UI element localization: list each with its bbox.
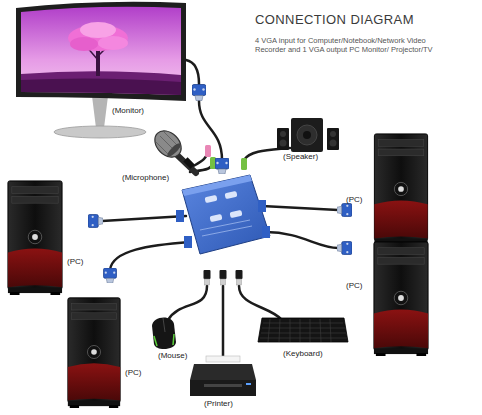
- diagram-title: CONNECTION DIAGRAM: [255, 12, 414, 27]
- device-label: (PC): [346, 282, 362, 291]
- monitor-illustration-part: [21, 71, 181, 95]
- microphone-illustration-part: [183, 157, 194, 168]
- vga-connector-part: [337, 241, 352, 254]
- printer-illustration-part: [190, 380, 256, 396]
- kvm-switch-illustration: [182, 175, 270, 254]
- mouse-illustration: [152, 317, 176, 349]
- audio-plug-part: [241, 158, 247, 170]
- speaker-illustration-part: [291, 118, 323, 152]
- monitor-illustration-part: [16, 2, 186, 101]
- kvm-switch-illustration-part: [182, 175, 252, 196]
- device-label: (PC): [346, 196, 362, 205]
- speaker-illustration-part: [327, 128, 339, 150]
- device-label: (Monitor): [112, 107, 144, 116]
- monitor-illustration-part: [92, 96, 108, 128]
- vga-connector: [88, 85, 352, 284]
- mouse-illustration-part: [154, 336, 157, 346]
- monitor-illustration-part: [54, 126, 146, 138]
- cable-part: [110, 242, 190, 270]
- kvm-switch-illustration-part: [205, 195, 218, 203]
- monitor-illustration-part: [70, 37, 98, 51]
- cable-part: [168, 286, 207, 320]
- monitor-illustration-part: [80, 22, 116, 38]
- speaker-illustration-part: [280, 140, 287, 147]
- usb-plug-part: [204, 270, 211, 285]
- cable-part: [266, 232, 338, 248]
- mouse-illustration-part: [173, 334, 174, 345]
- device-label: (Mouse): [158, 352, 187, 361]
- kvm-switch-illustration-part: [225, 191, 238, 199]
- monitor-illustration-part: [21, 78, 181, 95]
- speaker-illustration-part: [277, 128, 289, 150]
- keyboard-illustration-part: [268, 319, 331, 342]
- speaker-illustration: [277, 118, 339, 152]
- keyboard-illustration-part: [258, 318, 348, 342]
- device-label: (PC): [125, 369, 141, 378]
- subtitle-note: 4 VGA input for Computer/Notebook/Networ…: [255, 36, 435, 55]
- monitor-illustration: [16, 2, 186, 138]
- keyboard-illustration-part: [260, 323, 347, 338]
- cable-part: [262, 206, 338, 210]
- audio-plug-part: [205, 145, 211, 157]
- speaker-illustration-part: [330, 140, 337, 147]
- speaker-illustration-part: [303, 131, 311, 139]
- device-label: (Speaker): [283, 153, 318, 162]
- cable-part: [199, 101, 222, 160]
- vga-connector-part: [103, 268, 116, 283]
- pc-tower-illustration-part: [374, 242, 428, 356]
- mouse-illustration-part: [163, 318, 165, 332]
- vga-connector-part: [176, 210, 184, 222]
- mouse-illustration-part: [152, 317, 176, 349]
- cable-part: [186, 60, 199, 84]
- printer-illustration-part: [246, 383, 251, 385]
- vga-connector-part: [184, 236, 192, 248]
- device-label: (PC): [67, 258, 83, 267]
- device-label: (Keyboard): [283, 350, 323, 359]
- usb-plug-part: [236, 270, 243, 285]
- microphone-illustration-part: [156, 132, 180, 156]
- usb-plug-part: [220, 270, 227, 285]
- vga-connector-part: [337, 203, 352, 216]
- kvm-switch-illustration-part: [210, 214, 223, 222]
- cable-part: [222, 286, 225, 360]
- cable: [102, 60, 338, 360]
- printer-illustration-part: [204, 384, 242, 387]
- pc-tower-illustration-part: [68, 298, 120, 408]
- cable-part: [102, 216, 186, 221]
- pc-tower-illustration: [8, 134, 428, 408]
- speaker-illustration-part: [280, 131, 286, 137]
- device-label: (Printer): [204, 400, 233, 409]
- kvm-switch-illustration-part: [182, 175, 270, 254]
- microphone-illustration-part: [175, 153, 196, 173]
- printer-illustration-part: [190, 364, 256, 380]
- printer-illustration-part: [206, 356, 240, 362]
- monitor-illustration-part: [21, 7, 181, 95]
- vga-connector-part: [215, 158, 229, 174]
- vga-connector-part: [88, 214, 103, 227]
- device-label: (Microphone): [122, 174, 169, 183]
- kvm-switch-illustration-part: [230, 210, 243, 218]
- cable-part: [239, 286, 282, 320]
- microphone-illustration-part: [166, 142, 183, 159]
- vga-connector-part: [258, 200, 266, 212]
- monitor-illustration-part: [98, 36, 128, 50]
- usb-plug: [204, 270, 243, 285]
- pc-tower-illustration-part: [374, 134, 427, 246]
- vga-connector-part: [192, 85, 206, 101]
- speaker-illustration-part: [297, 125, 317, 145]
- microphone-illustration: [150, 126, 196, 173]
- speaker-illustration-part: [330, 131, 336, 137]
- microphone-illustration-part: [150, 126, 187, 163]
- pc-tower-illustration-part: [8, 181, 62, 295]
- printer-illustration: [190, 356, 256, 396]
- vga-connector-part: [262, 226, 270, 238]
- keyboard-illustration: [258, 318, 348, 342]
- kvm-switch-illustration-part: [200, 220, 252, 236]
